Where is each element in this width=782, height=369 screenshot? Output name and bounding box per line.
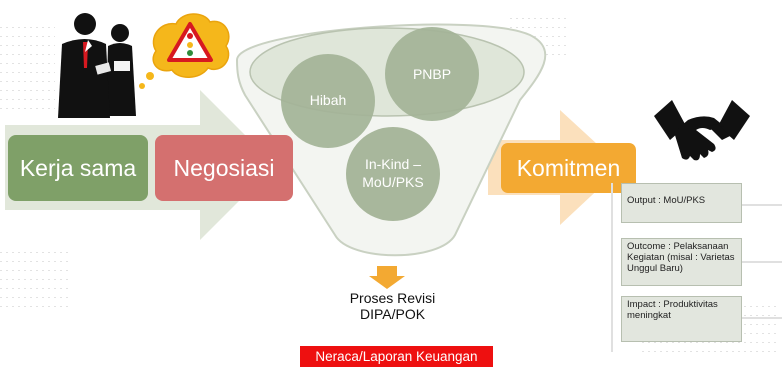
proses-line2: DIPA/POK	[359, 306, 426, 323]
label-inkind-line2: MoU/PKS	[362, 173, 424, 190]
circle-hibah	[281, 54, 375, 148]
label-pnbp: PNBP	[412, 66, 452, 82]
impact-box: Impact : Produktivitas meningkat	[621, 296, 742, 342]
proses-line1: Proses Revisi	[349, 290, 436, 306]
label-inkind-line1: In-Kind –	[364, 156, 422, 172]
output-box: Output : MoU/PKS	[621, 183, 742, 223]
neraca-label: Neraca/Laporan Keuangan	[300, 346, 493, 367]
label-inkind: In-Kind – MoU/PKS	[355, 156, 431, 191]
business-people-icon	[58, 13, 136, 118]
step-komitmen: Komitmen	[501, 143, 636, 193]
step-negosiasi: Negosiasi	[155, 135, 293, 201]
circle-pnbp	[385, 27, 479, 121]
down-arrow-icon	[369, 266, 405, 289]
proses-revisi-label: Proses Revisi DIPA/POK	[330, 290, 455, 322]
step-kerja-sama: Kerja sama	[8, 135, 148, 201]
outcome-box: Outcome : Pelaksanaan Kegiatan (misal : …	[621, 238, 742, 286]
label-hibah: Hibah	[309, 92, 347, 108]
handshake-icon	[654, 100, 750, 161]
circle-inkind	[346, 127, 440, 221]
warning-thought-bubble-icon	[139, 13, 230, 89]
